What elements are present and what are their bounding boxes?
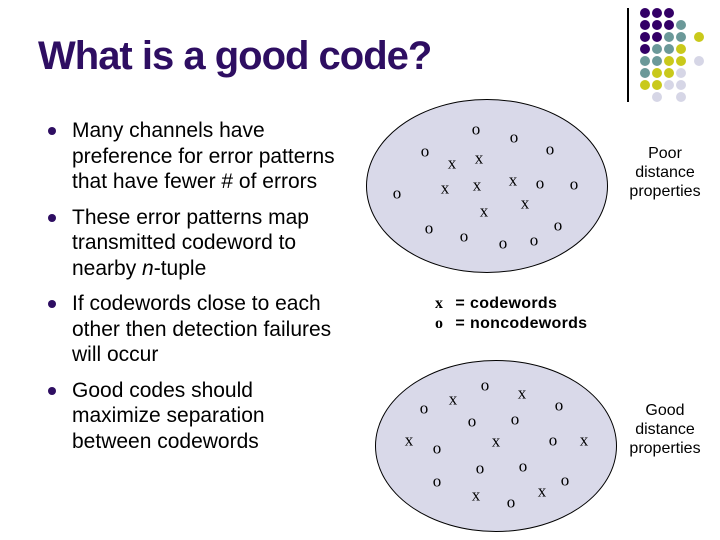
legend-equals-sign: = — [455, 295, 465, 312]
legend-label: noncodewords — [470, 315, 588, 332]
decorative-dot — [664, 68, 674, 78]
decorative-dot — [652, 56, 662, 66]
decorative-dot — [640, 44, 650, 54]
decorative-dot — [652, 68, 662, 78]
decorative-dot — [652, 8, 662, 18]
noncodeword-o: o — [432, 471, 442, 491]
decorative-dot — [676, 44, 686, 54]
noncodeword-o: o — [459, 226, 469, 246]
noncodeword-o: o — [560, 470, 570, 490]
decorative-dot — [664, 20, 674, 30]
noncodeword-o: o — [498, 233, 508, 253]
decorative-dot — [640, 68, 650, 78]
decorative-dot — [664, 32, 674, 42]
codeword-x: x — [517, 383, 527, 403]
noncodeword-o: o — [424, 218, 434, 238]
codeword-x: x — [471, 485, 481, 505]
decorative-dot — [640, 32, 650, 42]
noncodeword-o: o — [535, 173, 545, 193]
decorative-dot — [694, 56, 704, 66]
codeword-x: x — [508, 170, 518, 190]
decorative-dot — [676, 56, 686, 66]
legend-row: o = noncodewords — [430, 314, 587, 334]
bullet-marker-icon — [48, 386, 56, 395]
legend-symbol: o — [435, 315, 443, 332]
legend-equals-sign: = — [455, 315, 465, 332]
noncodeword-o: o — [392, 183, 402, 203]
codeword-x: x — [404, 430, 414, 450]
decorative-dot — [640, 80, 650, 90]
noncodeword-o: o — [419, 398, 429, 418]
decorative-dot — [652, 20, 662, 30]
noncodeword-o: o — [554, 395, 564, 415]
legend-row: x = codewords — [430, 294, 587, 314]
codeword-x: x — [440, 178, 450, 198]
codeword-x: x — [474, 148, 484, 168]
noncodeword-o: o — [545, 139, 555, 159]
decorative-dot — [640, 8, 650, 18]
decorative-dot — [664, 44, 674, 54]
decorative-dot — [676, 20, 686, 30]
noncodeword-o: o — [509, 127, 519, 147]
decorative-dot — [676, 68, 686, 78]
legend: x = codewords o = noncodewords — [430, 294, 587, 334]
codeword-x: x — [491, 431, 501, 451]
legend-label: codewords — [470, 295, 558, 312]
codeword-x: x — [447, 153, 457, 173]
decorative-dot — [676, 92, 686, 102]
noncodeword-o: o — [467, 411, 477, 431]
codeword-x: x — [448, 389, 458, 409]
page-title: What is a good code? — [38, 34, 432, 78]
noncodeword-o: o — [510, 409, 520, 429]
decorative-dot — [652, 80, 662, 90]
noncodeword-o: o — [475, 458, 485, 478]
decorative-dot — [652, 44, 662, 54]
decorative-dot — [664, 56, 674, 66]
noncodeword-o: o — [553, 215, 563, 235]
decorative-dot — [676, 80, 686, 90]
noncodeword-o: o — [480, 375, 490, 395]
decorative-dot — [664, 80, 674, 90]
noncodeword-o: o — [420, 141, 430, 161]
noncodeword-o: o — [548, 430, 558, 450]
noncodeword-o: o — [529, 230, 539, 250]
decorative-dot — [676, 32, 686, 42]
legend-symbol: x — [435, 295, 443, 312]
codeword-x: x — [479, 201, 489, 221]
codeword-x: x — [472, 175, 482, 195]
noncodeword-o: o — [432, 438, 442, 458]
noncodeword-o: o — [518, 456, 528, 476]
decorative-dot — [640, 56, 650, 66]
bullet-marker-icon — [48, 300, 56, 308]
decorative-dot — [664, 8, 674, 18]
codeword-x: x — [537, 481, 547, 501]
bullet-marker-icon — [48, 127, 56, 135]
vertical-line — [627, 8, 629, 102]
codeword-x: x — [579, 430, 589, 450]
noncodeword-o: o — [506, 492, 516, 512]
decorative-dot — [694, 32, 704, 42]
decorative-dot — [652, 92, 662, 102]
noncodeword-o: o — [569, 174, 579, 194]
noncodeword-o: o — [471, 119, 481, 139]
decorative-dot — [640, 20, 650, 30]
bullet-marker-icon — [48, 213, 56, 222]
decorative-dot — [652, 32, 662, 42]
codeword-x: x — [520, 193, 530, 213]
